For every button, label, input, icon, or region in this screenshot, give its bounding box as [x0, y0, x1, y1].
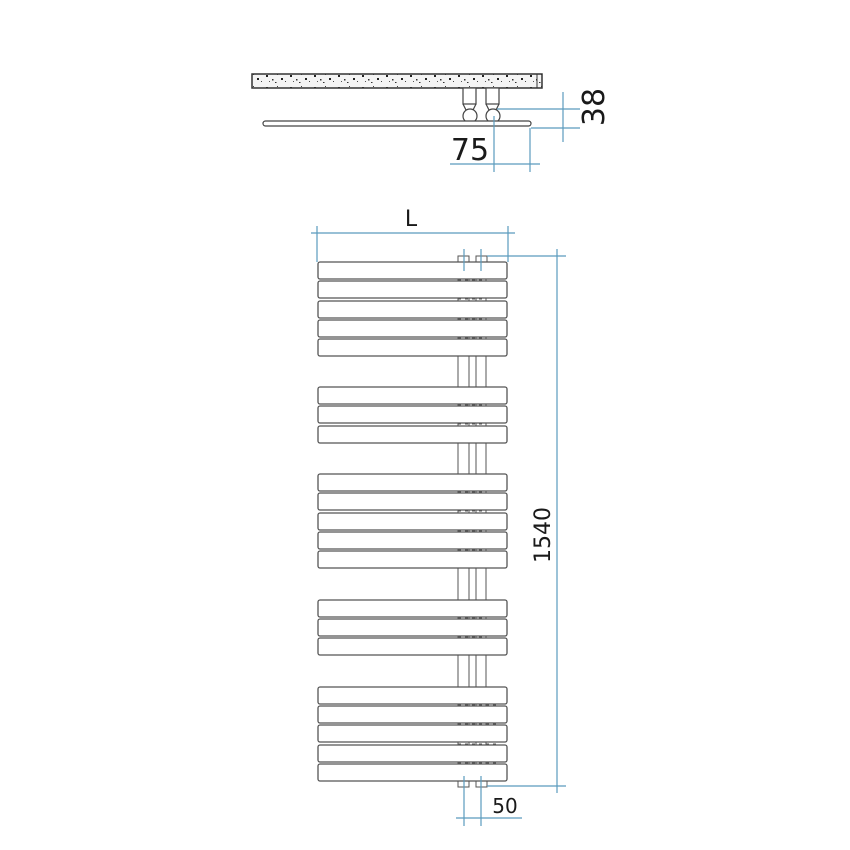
radiator-bar: [317, 338, 508, 357]
top-dimension-lines: [450, 92, 580, 172]
depth-dimension-label: 38: [577, 88, 612, 126]
radiator-bar: [317, 724, 508, 743]
front-view: L 1540 50: [311, 207, 566, 826]
radiator-bars: [317, 261, 508, 782]
radiator-bar: [317, 637, 508, 656]
pipe-joint-marks: [458, 279, 500, 764]
radiator-bar: [317, 319, 508, 338]
radiator-bar: [317, 686, 508, 705]
radiator-bar: [317, 705, 508, 724]
radiator-bar: [317, 492, 508, 511]
radiator-bar: [317, 405, 508, 424]
radiator-bar: [317, 386, 508, 405]
wall-brackets: [462, 87, 501, 124]
radiator-bar: [317, 473, 508, 492]
height-dimension-label: 1540: [531, 507, 556, 563]
radiator-bar: [317, 280, 508, 299]
front-dimension-lines: [311, 226, 566, 826]
pipe-spacing-label: 50: [492, 794, 517, 818]
top-view: 38 75: [251, 73, 612, 172]
radiator-bar: [317, 512, 508, 531]
radiator-bar: [317, 300, 508, 319]
radiator-top-profile: [262, 120, 532, 127]
radiator-bar: [317, 744, 508, 763]
offset-dimension-label: 75: [451, 133, 489, 168]
radiator-bar: [317, 531, 508, 550]
radiator-bar: [317, 618, 508, 637]
width-dimension-label: L: [405, 207, 418, 232]
radiator-bar: [317, 763, 508, 782]
wall-section: [251, 73, 543, 89]
radiator-bar: [317, 425, 508, 444]
radiator-bar: [317, 599, 508, 618]
radiator-bar: [317, 261, 508, 280]
radiator-bar: [317, 550, 508, 569]
